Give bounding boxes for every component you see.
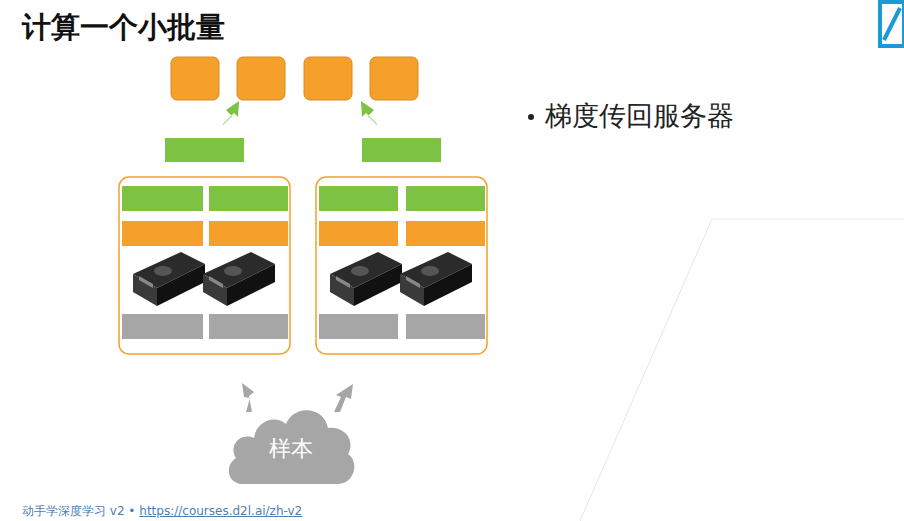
gradient-bar	[165, 138, 244, 162]
node-label: 样本	[224, 434, 358, 464]
footer-text: 动手学深度学习 v2 •	[22, 504, 135, 518]
machine-box	[316, 177, 487, 354]
sample-arrow	[242, 383, 353, 412]
server-param	[304, 57, 352, 100]
server-param	[237, 57, 285, 100]
slide-title: 计算一个小批量	[22, 8, 225, 48]
gradient-bar	[362, 138, 441, 162]
gpu-icon	[133, 252, 472, 306]
logo	[880, 2, 904, 46]
machine-bars	[122, 186, 485, 339]
server-param	[171, 57, 219, 100]
sample-cloud: 样本	[224, 400, 358, 486]
bullet-dot	[528, 114, 534, 120]
logo	[884, 8, 900, 40]
footer-link: https://courses.d2l.ai/zh-v2	[139, 504, 302, 518]
server-param	[370, 57, 418, 100]
push-arrow	[222, 101, 378, 126]
deco-line	[580, 219, 712, 521]
bullet-text: 梯度传回服务器	[545, 98, 734, 134]
deco-line	[712, 219, 904, 220]
machine-box	[119, 177, 290, 354]
footer: 动手学深度学习 v2 • https://courses.d2l.ai/zh-v…	[22, 503, 302, 520]
